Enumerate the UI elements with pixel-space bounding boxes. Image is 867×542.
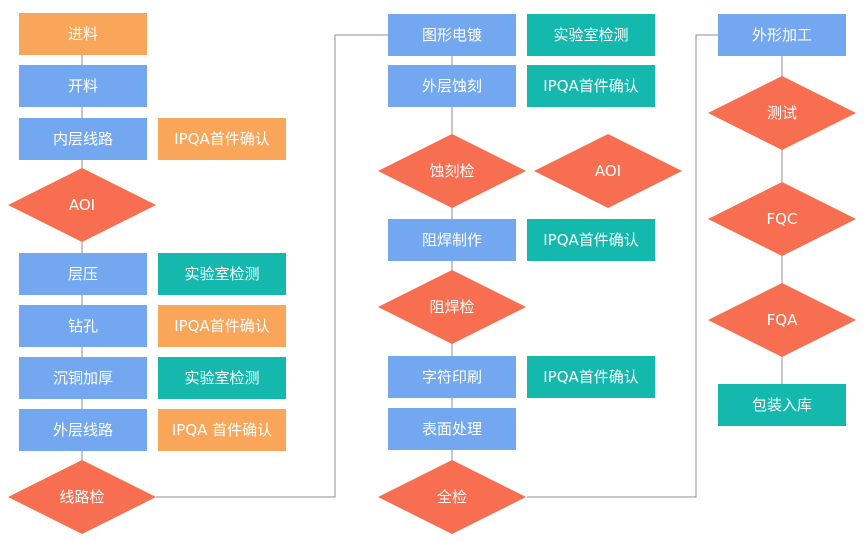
- step-cutting-label: 开料: [68, 77, 98, 95]
- step-lamination-label: 层压: [68, 265, 98, 283]
- note-pattern-plating-label: 实验室检测: [553, 26, 628, 44]
- step-outer-etching-label: 外层蚀刻: [422, 77, 482, 95]
- note-drilling-label: IPQA首件确认: [174, 317, 270, 335]
- decision-etch-check: [378, 134, 526, 208]
- step-packaging: [718, 384, 846, 426]
- decision-etch-aoi-label: AOI: [595, 162, 621, 180]
- decision-testing-label: 测试: [767, 104, 797, 122]
- note-inner-layer-label: IPQA首件确认: [174, 130, 270, 148]
- step-inner-layer: [19, 118, 147, 160]
- column-2: 图形电镀 实验室检测 外层蚀刻 IPQA首件确认 蚀刻检 AOI 阻焊制作 IP…: [378, 14, 682, 534]
- note-drilling: [158, 305, 286, 347]
- decision-full-inspection: [378, 460, 526, 534]
- note-outer-etching-label: IPQA首件确认: [543, 77, 639, 95]
- step-lamination: [19, 253, 147, 295]
- step-incoming-label: 进料: [68, 25, 98, 43]
- connector-col1-to-col2: [156, 34, 388, 498]
- step-outer-layer-label: 外层线路: [53, 421, 113, 439]
- decision-solder-check: [378, 270, 526, 344]
- step-pattern-plating: [388, 14, 516, 56]
- decision-circuit-check-label: 线路检: [59, 488, 104, 506]
- decision-aoi-label: AOI: [69, 196, 95, 214]
- note-pattern-plating: [527, 14, 655, 56]
- step-copper-plating-label: 沉铜加厚: [53, 369, 113, 387]
- step-outer-etching: [388, 65, 516, 107]
- step-pattern-plating-label: 图形电镀: [422, 26, 482, 44]
- step-drilling: [19, 305, 147, 347]
- note-lamination: [158, 253, 286, 295]
- step-legend-printing: [388, 356, 516, 398]
- note-legend-printing: [527, 356, 655, 398]
- step-solder-mask: [388, 219, 516, 261]
- note-solder-mask: [527, 219, 655, 261]
- decision-testing: [708, 76, 856, 150]
- step-solder-mask-label: 阻焊制作: [422, 231, 482, 249]
- connector-col2-to-col3: [527, 34, 718, 498]
- step-inner-layer-label: 内层线路: [53, 130, 113, 148]
- decision-full-inspection-label: 全检: [437, 488, 467, 506]
- step-legend-printing-label: 字符印刷: [422, 368, 482, 386]
- step-packaging-label: 包装入库: [752, 396, 812, 414]
- decision-etch-check-label: 蚀刻检: [429, 162, 474, 180]
- step-cutting: [19, 65, 147, 107]
- decision-fqc-label: FQC: [767, 210, 798, 228]
- note-solder-mask-label: IPQA首件确认: [543, 231, 639, 249]
- note-copper-plating-label: 实验室检测: [184, 369, 259, 387]
- step-drilling-label: 钻孔: [68, 317, 98, 335]
- note-inner-layer: [158, 118, 286, 160]
- note-legend-printing-label: IPQA首件确认: [543, 368, 639, 386]
- column-3: 外形加工 测试 FQC FQA 包装入库: [708, 14, 856, 426]
- step-outer-layer: [19, 409, 147, 451]
- column-1: 进料 开料 内层线路 IPQA首件确认 AOI 层压 实验室检测 钻孔 IPQA…: [8, 13, 286, 534]
- note-outer-etching: [527, 65, 655, 107]
- decision-etch-aoi: [534, 134, 682, 208]
- decision-fqa-label: FQA: [767, 311, 798, 329]
- step-surface-finish-label: 表面处理: [422, 420, 482, 438]
- decision-circuit-check: [8, 460, 156, 534]
- step-profiling: [718, 14, 846, 56]
- step-surface-finish: [388, 408, 516, 450]
- step-profiling-label: 外形加工: [752, 26, 812, 44]
- decision-aoi: [8, 168, 156, 242]
- decision-fqc: [708, 182, 856, 256]
- note-outer-layer-label: IPQA 首件确认: [172, 421, 272, 439]
- step-copper-plating: [19, 357, 147, 399]
- note-outer-layer: [158, 409, 286, 451]
- decision-fqa: [708, 283, 856, 357]
- note-copper-plating: [158, 357, 286, 399]
- decision-solder-check-label: 阻焊检: [429, 298, 474, 316]
- note-lamination-label: 实验室检测: [184, 265, 259, 283]
- step-incoming: [19, 13, 147, 55]
